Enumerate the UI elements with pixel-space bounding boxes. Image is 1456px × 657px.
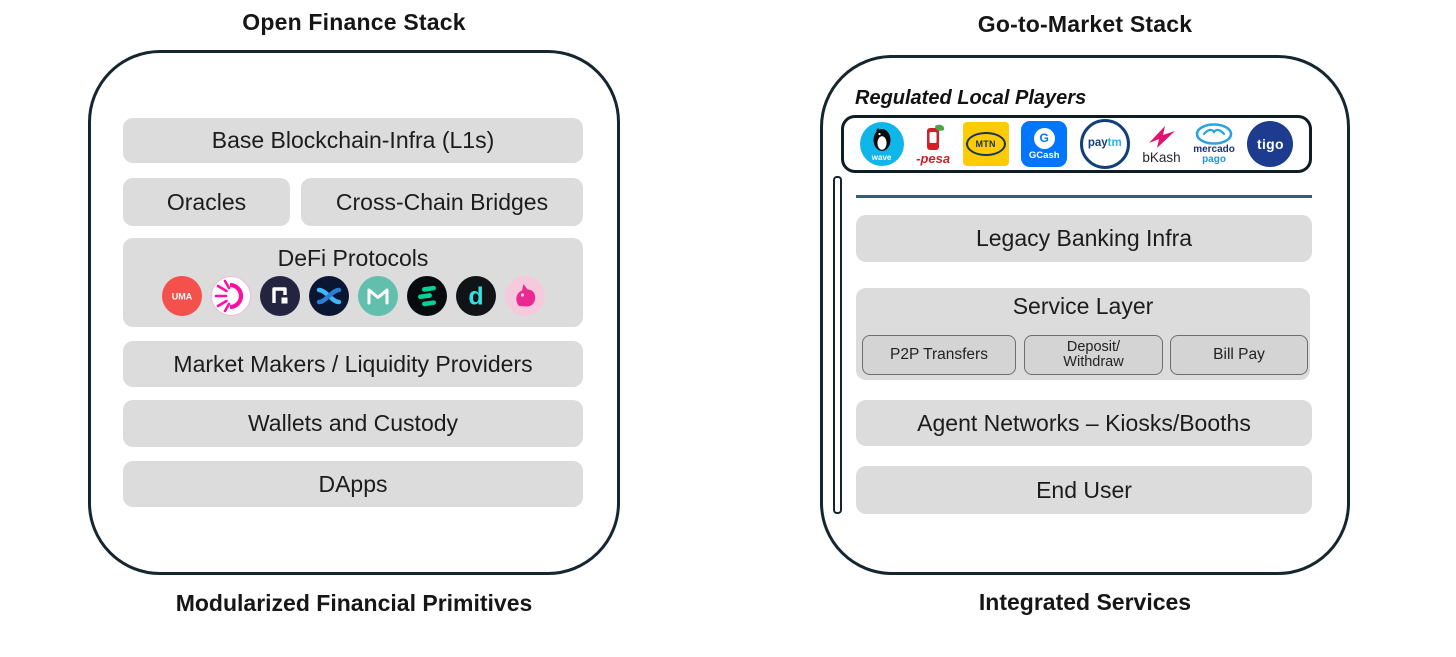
mtn-label: MTN — [965, 132, 1006, 156]
regulated-local-players-label: Regulated Local Players — [855, 87, 1087, 109]
wave-icon: wave — [859, 122, 904, 166]
service-layer-label: Service Layer — [1012, 293, 1154, 319]
mercadopago-icon: mercado pago — [1193, 123, 1235, 165]
box-legacy-banking: Legacy Banking Infra — [856, 215, 1312, 262]
mpesa-label: -pesa — [916, 151, 951, 166]
box-agent-networks: Agent Networks – Kiosks/Booths — [856, 400, 1312, 446]
tigo-label: tigo — [1247, 121, 1294, 167]
box-end-user: End User — [856, 466, 1312, 514]
dharma-glyph: d — [468, 283, 483, 311]
right-stack-title: Go-to-Market Stack — [977, 11, 1193, 37]
box-deposit-withdraw: Deposit/ Withdraw — [1024, 335, 1163, 375]
mtn-icon: MTN — [962, 122, 1009, 166]
bkash-icon: bKash — [1142, 123, 1181, 166]
maker-icon — [357, 276, 398, 316]
paytm-label-tm: tm — [1107, 137, 1122, 150]
uniswap-icon — [504, 276, 545, 316]
right-stack-caption: Integrated Services — [978, 589, 1192, 615]
defi-protocols-label: DeFi Protocols — [277, 245, 429, 271]
uma-icon: UMA — [161, 276, 202, 316]
dharma-icon: d — [455, 276, 496, 316]
left-stack-title: Open Finance Stack — [242, 9, 466, 35]
bkash-label: bKash — [1142, 150, 1181, 166]
deposit-line2: Withdraw — [1063, 354, 1124, 370]
box-wallets-custody: Wallets and Custody — [123, 400, 583, 447]
regulated-players-logos-box: wave -pesa MTN G GCash — [841, 115, 1312, 173]
box-p2p-transfers: P2P Transfers — [862, 335, 1016, 375]
defichain-icon — [210, 276, 251, 316]
mercado-label-line2: pago — [1202, 154, 1226, 165]
gcash-g-mark: G — [1033, 127, 1055, 149]
stack-group-bracket — [833, 176, 842, 514]
tigo-icon: tigo — [1247, 121, 1294, 167]
box-bill-pay: Bill Pay — [1170, 335, 1308, 375]
deposit-line1: Deposit/ — [1066, 338, 1121, 355]
mercado-label-line1: mercado — [1193, 144, 1235, 155]
mpesa-icon: -pesa — [916, 123, 950, 165]
synthetix-icon — [308, 276, 349, 316]
box-market-makers: Market Makers / Liquidity Providers — [123, 341, 583, 387]
regulated-players-divider — [856, 195, 1312, 198]
box-cross-chain-bridges: Cross-Chain Bridges — [301, 178, 583, 226]
box-defi-protocols: DeFi Protocols UMA — [123, 238, 583, 327]
gcash-icon: G GCash — [1021, 121, 1068, 167]
box-base-blockchain: Base Blockchain-Infra (L1s) — [123, 118, 583, 163]
defi-logos-row: UMA — [161, 276, 545, 316]
uma-label: UMA — [171, 292, 192, 302]
box-oracles: Oracles — [123, 178, 290, 226]
gcash-label: GCash — [1028, 149, 1060, 161]
paytm-label-pay: pay — [1087, 137, 1108, 150]
left-stack-caption: Modularized Financial Primitives — [175, 590, 533, 616]
compound-icon — [406, 276, 447, 316]
wave-label: wave — [871, 153, 892, 162]
box-service-layer: Service Layer P2P Transfers Deposit/ Wit… — [856, 288, 1310, 380]
paxos-icon — [259, 276, 300, 316]
box-dapps: DApps — [123, 461, 583, 507]
